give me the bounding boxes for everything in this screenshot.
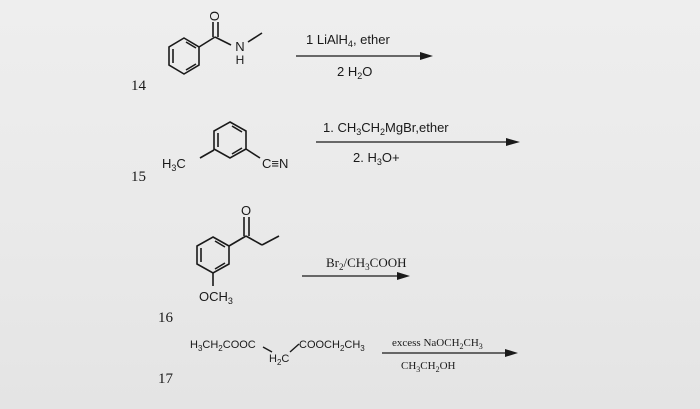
problem-15: 15 H3C C≡N 1. CH3CH2MgBr,ether 2. H3O+ [131,120,520,185]
diethyl-malonate-left: H3CH2COOC [190,339,256,353]
nitrile-bond [245,148,261,159]
nitrogen-methyl-bond [247,32,263,43]
ethyl-bond [261,235,280,246]
problem-16: 16 O OCH3 Br2/CH3COOH [158,203,410,326]
oxygen-atom: O [241,203,251,218]
problem-14: 14 O N H 1 LiAlH4, ether 2 H2O [131,11,433,94]
arrowhead-16 [397,272,410,280]
problem-number-14: 14 [131,78,147,94]
ring-to-carbonyl-bond [228,235,247,247]
ring-to-carbonyl-bond [198,36,216,48]
methyl-bond [199,149,215,159]
ethyl-bond [245,235,263,246]
methyl-group: H3C [162,156,186,173]
problem-number-15: 15 [131,169,146,185]
reagent-15-step-2: 2. H3O+ [353,150,400,167]
reagent-14-step-2: 2 H2O [337,64,372,81]
methylene-group: H2C [269,353,289,367]
oxygen-atom: O [207,11,222,21]
reagent-15-step-1: 1. CH3CH2MgBr,ether [323,120,449,137]
problem-number-17: 17 [158,371,174,387]
methoxypropiophenone-structure [196,217,280,286]
bond [289,343,300,353]
tolunitrile-structure [199,121,261,159]
nitrile-group: C≡N [262,156,288,171]
carbonyl-to-nitrogen-bond [214,36,232,46]
problem-number-16: 16 [158,310,174,326]
arrowhead-14 [420,52,433,60]
reagent-17-step-1: excess NaOCH2CH3 [392,337,483,351]
malonate-bonds [262,343,300,353]
inner-bond [185,41,197,49]
diethyl-malonate-right: COOCH2CH3 [299,339,365,353]
reagent-14-step-1: 1 LiAlH4, ether [306,32,390,49]
inner-bond [231,125,243,133]
inner-bond [231,147,243,155]
benzene-ring [213,121,247,159]
bond [262,346,273,353]
amide-hydrogen: H [236,53,245,67]
arrowhead-15 [506,138,520,146]
reagent-16-step-1: Br2/CH3COOH [326,255,407,272]
inner-bond [214,240,226,248]
arrowhead-17 [505,349,518,357]
methoxy-group: OCH3 [199,289,233,306]
inner-bond [214,262,226,270]
reagent-17-step-2: CH3CH2OH [401,360,456,374]
nitrogen-atom: N [235,39,244,54]
problem-17: 17 H3CH2COOC H2C COOCH2CH3 excess NaOCH2… [158,337,518,387]
benzamide-structure [168,22,263,75]
inner-bond [185,63,197,71]
